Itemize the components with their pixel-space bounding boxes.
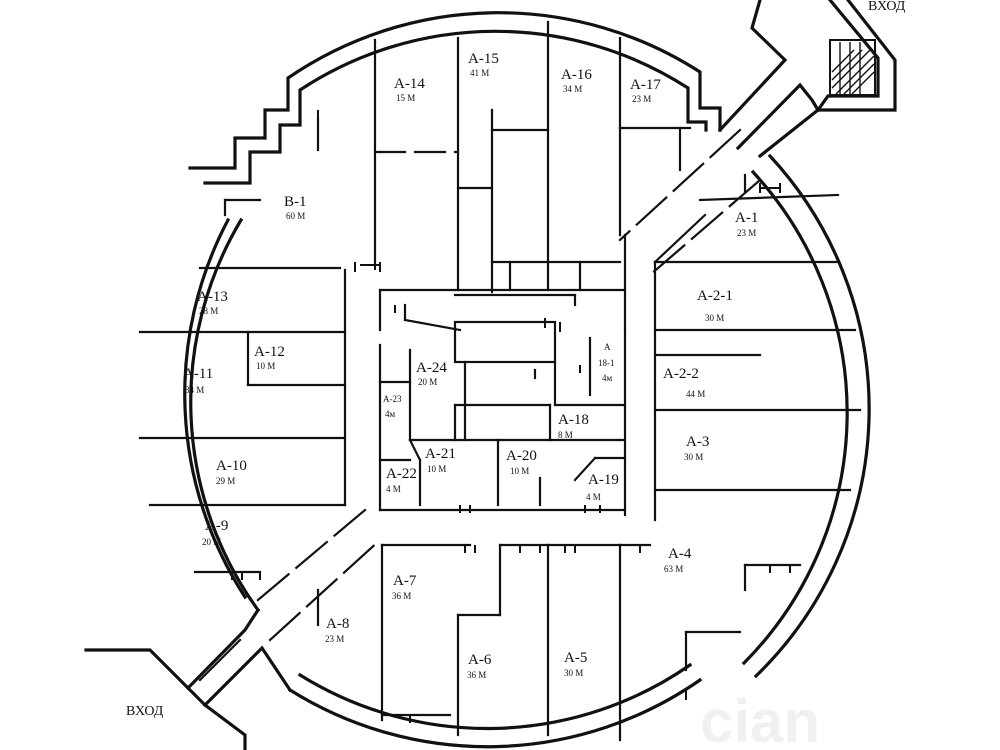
room-A-15: А-15 41 М bbox=[468, 51, 499, 78]
room-area: 8 М bbox=[558, 430, 573, 440]
room-labels: А-14 15 М А-15 41 М А-16 34 М А-17 23 М … bbox=[183, 51, 758, 680]
room-A-6: А-6 36 М bbox=[467, 652, 492, 680]
room-area: 23 М bbox=[325, 634, 344, 644]
interior-walls bbox=[138, 20, 862, 742]
room-area: 4 М bbox=[586, 492, 601, 502]
room-A-24: А-24 20 М bbox=[416, 360, 447, 387]
room-area: 36 М bbox=[467, 670, 486, 680]
room-area: 29 М bbox=[216, 476, 235, 486]
door-ticks bbox=[231, 110, 791, 723]
room-area: 23 М bbox=[632, 94, 651, 104]
room-area: 4м bbox=[602, 373, 613, 383]
room-area: 23 М bbox=[737, 228, 756, 238]
room-area: 10 М bbox=[427, 464, 446, 474]
room-area: 10 М bbox=[256, 361, 275, 371]
room-area: 60 М bbox=[286, 211, 305, 221]
room-label: А-17 bbox=[630, 77, 661, 93]
room-label: А-16 bbox=[561, 67, 592, 83]
room-A-18-1: А 18-1 4м bbox=[598, 342, 615, 383]
room-label: А-20 bbox=[506, 448, 537, 464]
room-area: 10 М bbox=[510, 466, 529, 476]
room-A-13: А-13 28 М bbox=[197, 289, 228, 316]
room-A-18: А-18 8 М bbox=[558, 412, 589, 440]
room-label: А-2-1 bbox=[697, 288, 733, 304]
entrance-corridor-top-right bbox=[717, 0, 897, 159]
room-A-3: А-3 30 М bbox=[684, 434, 709, 462]
room-label: А-2-2 bbox=[663, 366, 699, 382]
room-label: А-11 bbox=[183, 366, 213, 382]
room-area: 15 М bbox=[396, 93, 415, 103]
room-label: А-8 bbox=[326, 616, 349, 632]
room-A-4: А-4 63 М bbox=[664, 546, 692, 574]
room-area: 20 М bbox=[202, 537, 221, 547]
room-area: 20 М bbox=[418, 377, 437, 387]
room-label: А-12 bbox=[254, 344, 285, 360]
room-A-19: А-19 4 М bbox=[586, 472, 619, 502]
room-label: В-1 bbox=[284, 194, 307, 210]
room-A-1: А-1 23 М bbox=[735, 210, 758, 238]
room-area: 30 М bbox=[684, 452, 703, 462]
room-area: 34 М bbox=[563, 84, 582, 94]
room-label: А-23 bbox=[383, 394, 402, 404]
room-label: А-9 bbox=[205, 518, 228, 534]
entrance-label-bottom-left: ВХОД bbox=[126, 704, 164, 719]
room-A-14: А-14 15 М bbox=[394, 76, 425, 103]
room-A-16: А-16 34 М bbox=[561, 67, 592, 94]
room-area: 41 М bbox=[470, 68, 489, 78]
entrance-label-top-right: ВХОД bbox=[868, 0, 906, 14]
room-label: А-6 bbox=[468, 652, 492, 668]
room-area: 4 М bbox=[386, 484, 401, 494]
room-area: 34 М bbox=[185, 385, 204, 395]
room-B-1: В-1 60 М bbox=[284, 194, 307, 221]
room-A-22: А-22 4 М bbox=[386, 466, 417, 494]
room-label: А-14 bbox=[394, 76, 425, 92]
room-A-2-2: А-2-2 44 М bbox=[663, 366, 705, 399]
room-A-5: А-5 30 М bbox=[564, 650, 587, 678]
room-A-11: А-11 34 М bbox=[183, 366, 213, 395]
room-label: А-24 bbox=[416, 360, 447, 376]
room-label: А-1 bbox=[735, 210, 758, 226]
room-area: 4м bbox=[385, 409, 396, 419]
room-area: 63 М bbox=[664, 564, 683, 574]
room-A-21: А-21 10 М bbox=[425, 446, 456, 474]
room-area: 30 М bbox=[564, 668, 583, 678]
room-label: А-19 bbox=[588, 472, 619, 488]
room-area: 44 М bbox=[686, 389, 705, 399]
room-A-23: А-23 4м bbox=[383, 394, 402, 419]
room-label: А-15 bbox=[468, 51, 499, 67]
room-label: А-18 bbox=[558, 412, 589, 428]
room-label: А bbox=[604, 342, 611, 352]
room-label: А-21 bbox=[425, 446, 456, 462]
room-A-9: А-9 20 М bbox=[202, 518, 228, 547]
room-area: 30 М bbox=[705, 313, 724, 323]
entrance-corridor-bottom-left bbox=[84, 607, 293, 750]
room-label: А-4 bbox=[668, 546, 692, 562]
room-label: А-5 bbox=[564, 650, 587, 666]
room-area: 36 М bbox=[392, 591, 411, 601]
room-A-10: А-10 29 М bbox=[216, 458, 247, 486]
room-A-12: А-12 10 М bbox=[254, 344, 285, 371]
watermark-logo: cian bbox=[700, 688, 820, 750]
room-area: 28 М bbox=[199, 306, 218, 316]
room-A-20: А-20 10 М bbox=[506, 448, 537, 476]
room-label: А-3 bbox=[686, 434, 709, 450]
diagonal-corridors bbox=[256, 128, 762, 642]
room-A-7: А-7 36 М bbox=[392, 573, 417, 601]
room-A-17: А-17 23 М bbox=[630, 77, 661, 104]
room-label: А-7 bbox=[393, 573, 417, 589]
room-A-2-1: А-2-1 30 М bbox=[697, 288, 733, 323]
room-label: А-22 bbox=[386, 466, 417, 482]
room-A-8: А-8 23 М bbox=[325, 616, 349, 644]
room-sublabel: 18-1 bbox=[598, 358, 615, 368]
room-label: А-10 bbox=[216, 458, 247, 474]
room-label: А-13 bbox=[197, 289, 228, 305]
outer-wall bbox=[183, 11, 871, 749]
